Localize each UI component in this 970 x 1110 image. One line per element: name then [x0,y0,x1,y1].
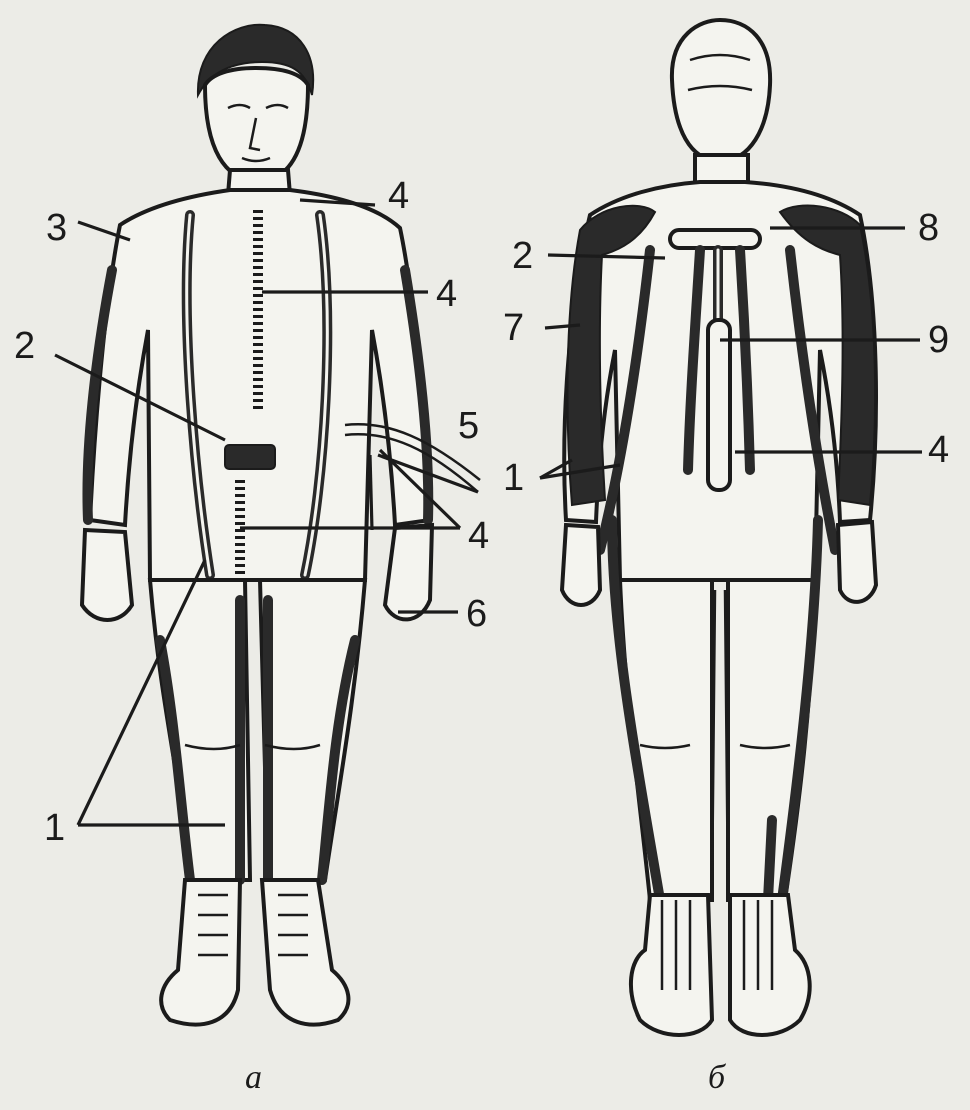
back-label-4: 4 [928,429,949,471]
back-label-9: 9 [928,319,949,361]
back-label-7: 7 [503,307,524,349]
front-label-5: 5 [458,405,479,447]
back-boots [631,895,810,1035]
front-boots [161,880,348,1025]
front-head [198,25,313,195]
front-label-2: 2 [14,325,35,367]
back-caption: б [708,1059,727,1096]
front-label-6: 6 [466,593,487,635]
back-label-2: 2 [512,235,533,277]
front-label-4-chest: 4 [436,273,457,315]
back-label-8: 8 [918,207,939,249]
front-torso [82,190,480,620]
back-head [672,20,770,185]
front-caption: а [245,1059,262,1096]
front-label-1: 1 [44,807,65,849]
front-label-3: 3 [46,207,67,249]
front-label-4-collar: 4 [388,175,409,217]
front-figure: 3 4 4 2 5 4 6 1 а [14,25,489,1096]
back-figure: 2 8 7 9 1 4 б [503,20,949,1096]
front-label-4-waist: 4 [468,515,489,557]
back-label-1: 1 [503,457,524,499]
back-legs [612,520,818,940]
front-legs [150,580,365,880]
